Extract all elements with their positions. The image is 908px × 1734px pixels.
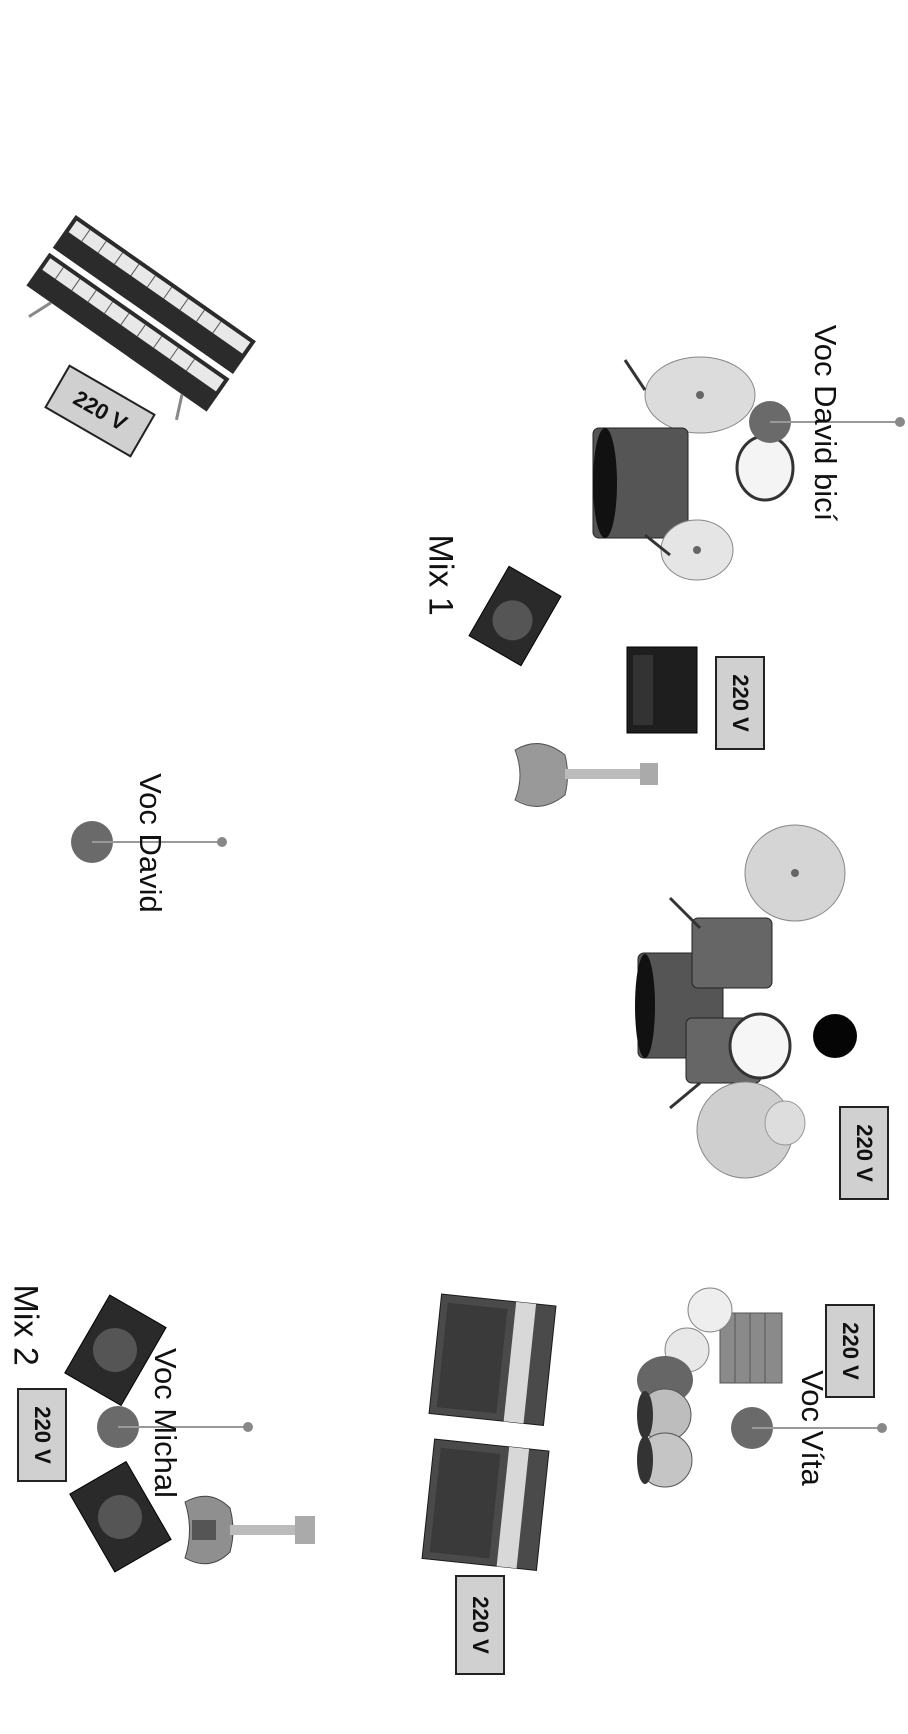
guitar-icon — [184, 1495, 315, 1565]
bass-amp-icon — [428, 1293, 557, 1426]
microphone-icon — [71, 821, 227, 863]
keyboard-icon — [26, 215, 256, 421]
bass-amp-icon — [421, 1438, 550, 1571]
power-outlet-percussion: 220 V — [825, 1304, 875, 1398]
drum-kit-icon — [635, 824, 857, 1179]
monitor-wedge-icon — [64, 1294, 167, 1407]
power-outlet-bass: 220 V — [455, 1575, 505, 1675]
microphone-icon — [97, 1406, 253, 1448]
label-voc-david-bici: Voc David bicí — [808, 324, 843, 522]
monitor-wedge-icon — [69, 1460, 172, 1573]
microphone-icon — [749, 401, 905, 443]
label-mix2: Mix 2 — [6, 1284, 45, 1366]
microphone-icon — [731, 1407, 887, 1449]
monitor-wedge-icon — [468, 565, 562, 667]
drum-kit-icon — [592, 356, 795, 581]
percussion-icon — [637, 1287, 783, 1488]
power-outlet-guitar: 220 V — [715, 656, 765, 750]
label-mix1: Mix 1 — [421, 534, 460, 616]
power-outlet-mix2: 220 V — [17, 1388, 67, 1482]
label-voc-vita: Voc Víta — [795, 1370, 830, 1486]
label-voc-david: Voc David — [133, 773, 168, 913]
label-voc-michal: Voc Michal — [148, 1348, 183, 1498]
guitar-amp-icon — [626, 646, 698, 734]
power-outlet-drums: 220 V — [839, 1106, 889, 1200]
guitar-icon — [514, 743, 658, 807]
